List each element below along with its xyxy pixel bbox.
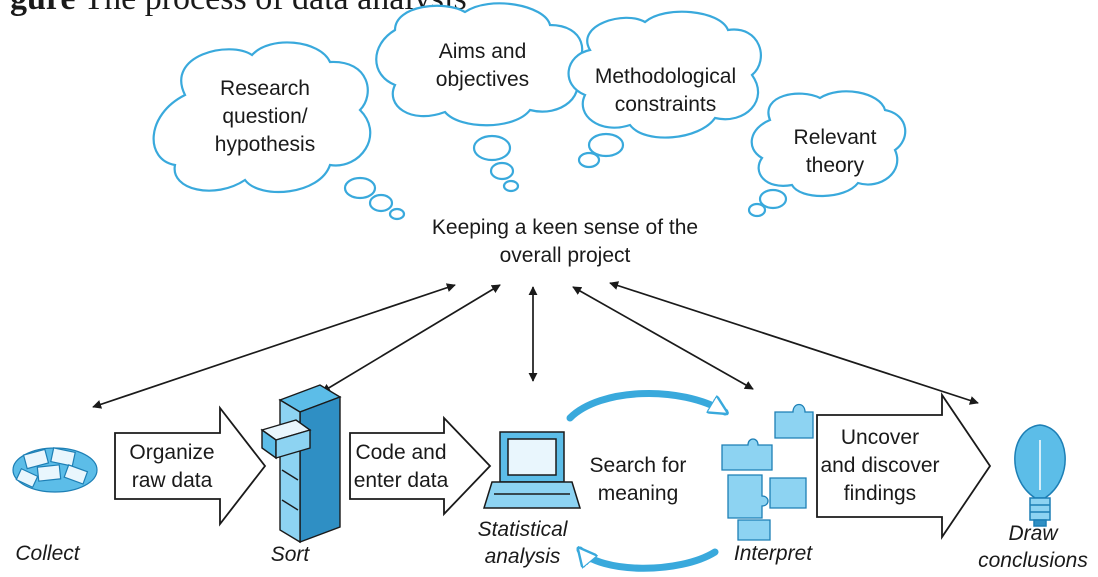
- figure-heading-bold: gure: [10, 0, 75, 17]
- figure-heading-text: The process of data analysis: [75, 0, 466, 17]
- link-draw: [609, 281, 979, 405]
- stage-collect: Collect: [15, 542, 80, 565]
- cloud-aims: [375, 2, 584, 127]
- sort-icon: [260, 384, 342, 544]
- cloud-research-bubble-3: [388, 207, 406, 221]
- link-sort: [321, 284, 501, 393]
- cloud-aims-bubble-2: [489, 161, 515, 181]
- arrow-uncover: [816, 392, 992, 540]
- cloud-theory-bubble-2: [747, 202, 767, 218]
- cloud-aims-bubble-3: [502, 179, 520, 193]
- collect-icon: [12, 447, 98, 493]
- cloud-research: [152, 41, 372, 194]
- center-text: Keeping a keen sense of the overall proj…: [431, 216, 699, 267]
- cloud-aims-text: Aims and objectives: [435, 40, 530, 91]
- stage-statistical: Statistical analysis: [477, 518, 568, 568]
- cloud-method-text: Methodological constraints: [594, 65, 737, 116]
- link-collect: [92, 283, 456, 409]
- cloud-method-bubble-1: [587, 132, 625, 158]
- cycle-label: Search for meaning: [589, 454, 687, 505]
- cloud-aims-bubble-1: [472, 134, 512, 162]
- computer-icon: [482, 431, 582, 509]
- cloud-theory-text: Relevant theory: [793, 126, 877, 177]
- cloud-method: [567, 10, 762, 139]
- figure-heading: gure The process of data analysis: [10, 0, 467, 18]
- stage-interpret: Interpret: [733, 542, 813, 565]
- cloud-theory-bubble-1: [758, 188, 788, 210]
- puzzle-icon: [721, 403, 814, 541]
- cloud-research-bubble-1: [343, 176, 377, 200]
- cloud-theory: [750, 90, 907, 198]
- arrow-organize: [114, 405, 267, 527]
- cycle-arrow-bottom: [580, 550, 719, 572]
- cloud-method-bubble-2: [577, 151, 601, 169]
- cycle-arrow-top: [566, 390, 725, 422]
- cloud-research-bubble-2: [368, 193, 394, 213]
- link-interpret: [572, 286, 754, 390]
- light-bulb-icon: [1014, 424, 1066, 527]
- cloud-research-text: Research question/ hypothesis: [214, 77, 316, 156]
- arrow-uncover-label: Uncover and discover findings: [820, 426, 940, 505]
- stage-sort: Sort: [270, 543, 310, 566]
- arrow-code: [349, 415, 492, 517]
- arrow-code-label: Code and enter data: [353, 441, 449, 492]
- arrow-organize-label: Organize raw data: [129, 441, 215, 492]
- stage-draw: Draw conclusions: [978, 522, 1088, 572]
